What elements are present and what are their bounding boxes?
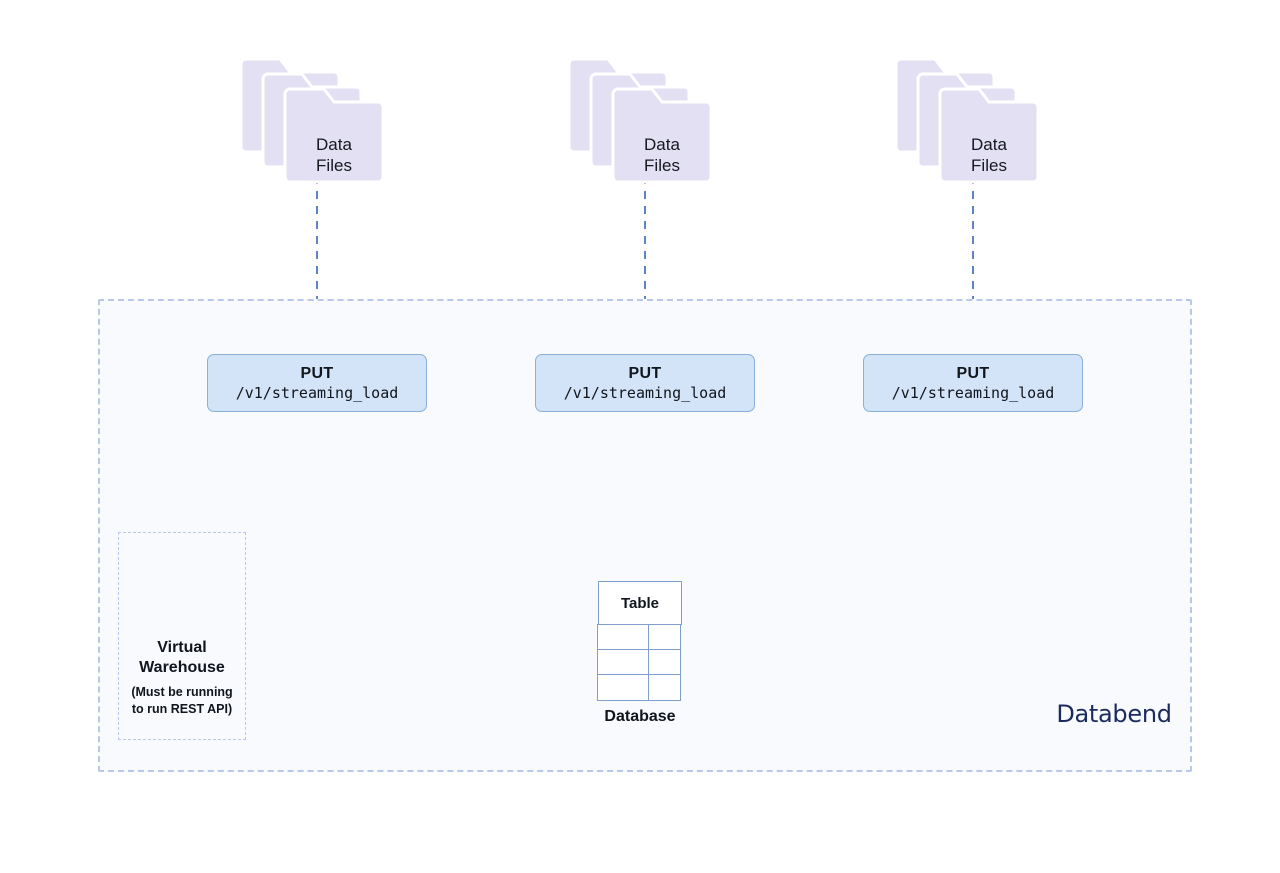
data-files-stack-left: Data Files [236,52,388,187]
endpoint-box-put-right[interactable]: PUT /v1/streaming_load [863,354,1083,412]
data-files-stack-center: Data Files [564,52,716,187]
virtual-warehouse-box[interactable] [118,532,246,740]
data-files-label: Data Files [644,135,680,175]
folder-icon: Data Files [935,82,1043,184]
endpoint-method-label: PUT [956,364,990,382]
virtual-warehouse-note: (Must be running to run REST API) [131,685,233,716]
virtual-warehouse-title: Virtual Warehouse [139,639,225,676]
data-files-stack-right: Data Files [891,52,1043,187]
table-row [596,648,682,676]
table-cell [596,648,650,676]
endpoint-method-label: PUT [628,364,662,382]
table-row [596,673,682,701]
endpoint-method-label: PUT [300,364,334,382]
folder-shape [611,87,713,184]
endpoint-box-put-center[interactable]: PUT /v1/streaming_load [535,354,755,412]
endpoint-path-label: /v1/streaming_load [235,383,399,402]
databend-logo: Databend [1055,648,1173,728]
databend-wordmark: Databend [1056,700,1172,728]
data-files-label: Data Files [971,135,1007,175]
folder-icon: Data Files [608,82,716,184]
data-files-label: Data Files [316,135,352,175]
database-label: Database [604,708,676,725]
folder-shape [938,87,1040,184]
table-header-cell: Table [598,581,682,625]
table-cell [648,623,681,651]
database-table: Table [596,581,682,701]
table-cell [648,648,681,676]
folder-shape [283,87,385,184]
folder-icon: Data Files [280,82,388,184]
endpoint-path-label: /v1/streaming_load [563,383,727,402]
table-cell [596,623,650,651]
table-cell [648,673,681,701]
endpoint-box-put-left[interactable]: PUT /v1/streaming_load [207,354,427,412]
endpoint-path-label: /v1/streaming_load [891,383,1055,402]
table-row [596,623,682,651]
table-cell [596,673,650,701]
